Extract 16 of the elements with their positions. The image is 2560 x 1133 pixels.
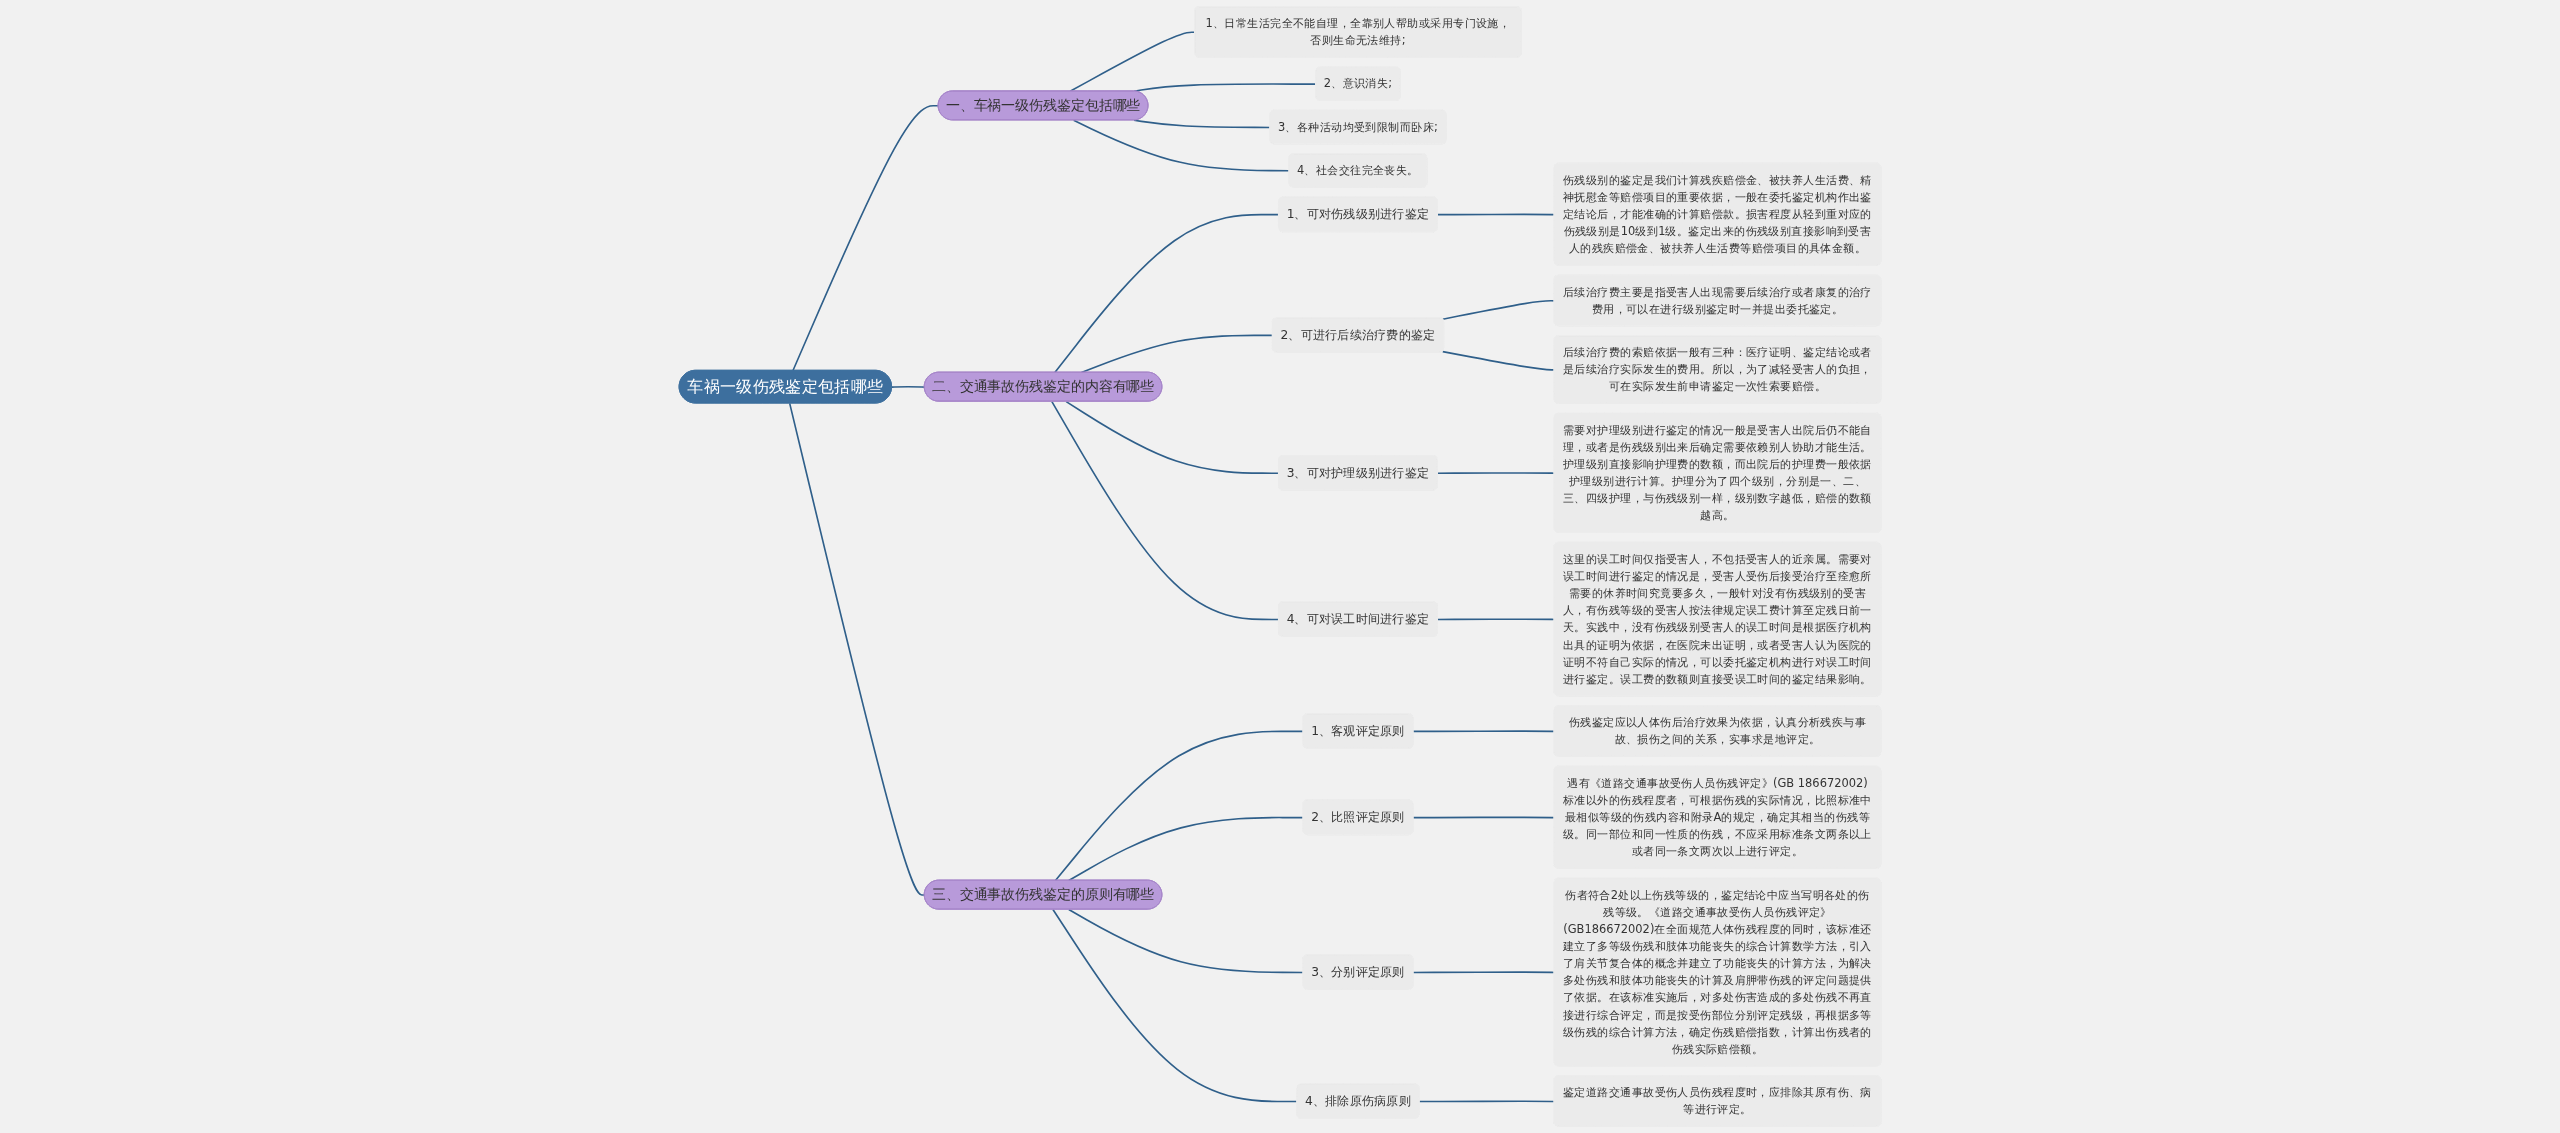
connector	[1080, 334, 1274, 374]
connector	[1412, 971, 1556, 974]
connector	[1437, 213, 1556, 216]
connector	[891, 385, 926, 388]
connector	[1441, 299, 1556, 320]
connector	[792, 104, 940, 372]
connector	[1054, 213, 1280, 374]
connector	[788, 402, 926, 896]
connector	[1437, 618, 1556, 621]
connector	[1412, 730, 1556, 733]
connector	[1437, 472, 1556, 475]
connector	[1441, 350, 1556, 371]
connector	[1418, 1100, 1556, 1103]
connector	[1051, 400, 1280, 621]
connector	[1412, 816, 1556, 819]
connector	[1065, 400, 1280, 475]
